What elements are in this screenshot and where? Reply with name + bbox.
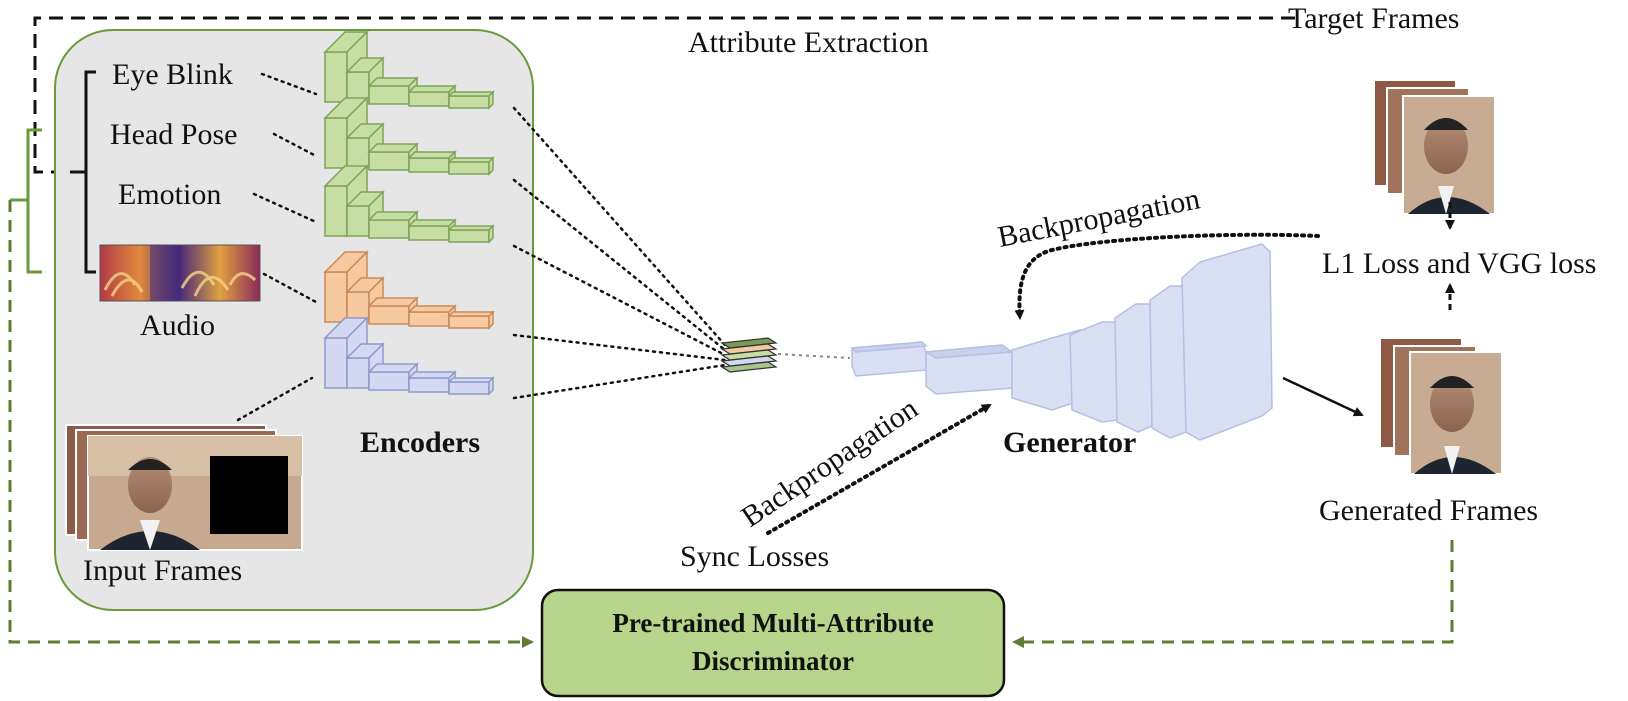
encoder-block-side bbox=[488, 376, 494, 396]
encoder-block-front bbox=[448, 229, 490, 243]
emotion-encoder-output-link bbox=[512, 244, 727, 357]
l1-vgg-loss-label: L1 Loss and VGG loss bbox=[1322, 247, 1596, 280]
encoders-label: Encoders bbox=[360, 426, 480, 459]
encoder-block-front bbox=[368, 151, 410, 171]
attribute-extraction-dashed-line bbox=[33, 16, 1295, 177]
discriminator-line1: Pre-trained Multi-Attribute bbox=[612, 608, 933, 638]
encoder-block-front bbox=[408, 225, 450, 241]
encoder-block-top bbox=[447, 157, 495, 163]
encoder-block-front bbox=[448, 161, 490, 175]
encoder-block-top bbox=[447, 311, 495, 317]
encoder-block-front bbox=[346, 137, 370, 169]
left-green-dashed-line bbox=[8, 200, 534, 648]
generator-label: Generator bbox=[1003, 426, 1136, 459]
eye-encoder-output-link bbox=[512, 106, 727, 347]
eye-blink-link bbox=[260, 72, 318, 96]
encoder-block-front bbox=[408, 91, 450, 107]
eye-blink-encoder bbox=[323, 30, 495, 110]
encoder-block-front bbox=[408, 377, 450, 393]
discriminator-box bbox=[540, 588, 1006, 698]
audio-encoder bbox=[323, 250, 495, 330]
right-green-dashed-line bbox=[1012, 540, 1454, 648]
generated-frames-label: Generated Frames bbox=[1319, 494, 1538, 527]
encoder-block-front bbox=[408, 311, 450, 327]
encoder-block-front bbox=[324, 271, 348, 323]
spectrogram-icon bbox=[99, 244, 261, 302]
audio-link bbox=[262, 272, 318, 304]
emotion-link bbox=[252, 192, 318, 224]
generator-network bbox=[850, 243, 1273, 441]
head-pose-link bbox=[272, 132, 318, 158]
encoder-block-front bbox=[324, 337, 348, 389]
input-to-encoder-link bbox=[236, 376, 314, 422]
encoder-block-top bbox=[407, 151, 457, 159]
encoder-block-front bbox=[448, 95, 490, 109]
encoder-block-top bbox=[407, 305, 457, 313]
backprop-bottom-label: Backpropagation bbox=[735, 392, 923, 534]
attribute-extraction-label: Attribute Extraction bbox=[688, 26, 929, 59]
concatenated-features bbox=[720, 337, 778, 373]
bottleneck-to-generator-link bbox=[777, 353, 851, 359]
emotion-label: Emotion bbox=[118, 178, 221, 211]
input-frames-label: Input Frames bbox=[83, 554, 242, 587]
discriminator-line2: Discriminator bbox=[692, 646, 854, 676]
encoder-block-side bbox=[488, 224, 494, 244]
encoder-block-top bbox=[447, 377, 495, 383]
target-frames-icon bbox=[1373, 79, 1496, 215]
encoder-block-front bbox=[448, 315, 490, 329]
encoder-block-front bbox=[368, 371, 410, 391]
backprop-top-arrow bbox=[1014, 232, 1320, 320]
encoder-block-top bbox=[407, 219, 457, 227]
backprop-bottom-arrow bbox=[766, 403, 992, 535]
encoder-block-front bbox=[408, 157, 450, 173]
head-pose-label: Head Pose bbox=[110, 118, 237, 151]
head-encoder-output-link bbox=[512, 178, 727, 352]
input-frames-icon bbox=[65, 424, 303, 551]
encoder-block-front bbox=[368, 219, 410, 239]
frames-encoder bbox=[323, 316, 495, 396]
generated-frames-icon bbox=[1379, 337, 1503, 475]
encoder-block-front bbox=[324, 51, 348, 103]
encoder-block-front bbox=[448, 381, 490, 395]
encoder-block-front bbox=[368, 85, 410, 105]
audio-encoder-output-link bbox=[512, 333, 727, 362]
eye-blink-label: Eye Blink bbox=[112, 58, 233, 91]
encoder-block-side bbox=[488, 310, 494, 330]
sync-losses-label: Sync Losses bbox=[680, 540, 829, 573]
encoder-block-front bbox=[324, 185, 348, 237]
encoder-block-front bbox=[368, 305, 410, 325]
generator-output-arrow bbox=[1282, 376, 1364, 417]
encoder-block-top bbox=[447, 225, 495, 231]
frames-encoder-output-link bbox=[512, 363, 727, 400]
encoder-block-top bbox=[447, 91, 495, 97]
audio-label: Audio bbox=[140, 309, 215, 342]
emotion-encoder bbox=[323, 164, 495, 244]
head-pose-encoder bbox=[323, 96, 495, 176]
encoder-block-side bbox=[488, 156, 494, 176]
encoder-block-top bbox=[407, 371, 457, 379]
encoder-block-front bbox=[346, 357, 370, 389]
encoder-block-top bbox=[407, 85, 457, 93]
encoder-block-side bbox=[488, 90, 494, 110]
target-frames-label: Target Frames bbox=[1288, 2, 1459, 35]
encoder-block-front bbox=[346, 205, 370, 237]
encoder-block-front bbox=[324, 117, 348, 169]
